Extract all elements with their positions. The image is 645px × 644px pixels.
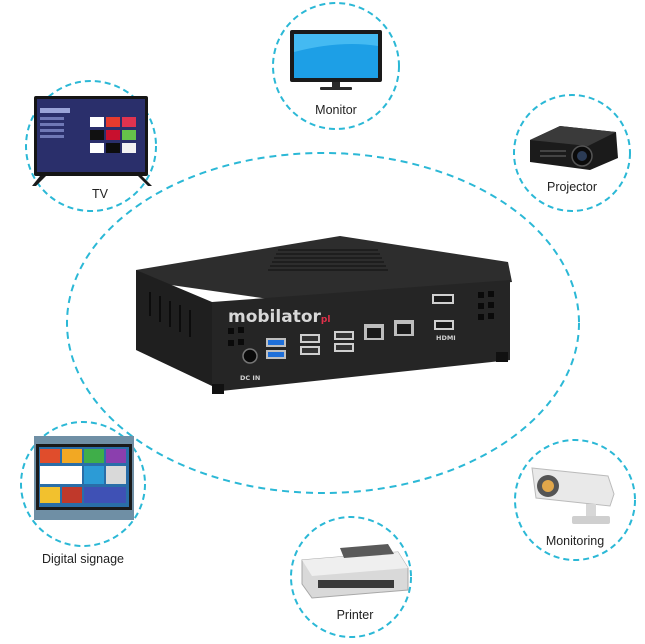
security-camera-icon [531,467,615,524]
monitor-label: Monitor [315,103,357,117]
pc-side-face [136,270,212,386]
monitor-icon [290,30,382,90]
monitoring-label: Monitoring [546,534,604,548]
lan-ports [364,320,414,340]
printer-icon [301,544,409,599]
pc-front-face [212,280,510,392]
digital-signage-icon [34,436,134,520]
hdmi-label: HDMI [436,334,456,342]
monitoring-node: Monitoring [514,439,636,561]
digital-signage-label: Digital signage [42,552,124,566]
tv-node: TV [25,80,157,212]
pc-foot-right [496,352,508,362]
dc-in-port [242,348,258,364]
usb3-ports [266,338,286,359]
center-dashed-ellipse [66,152,580,494]
usb2-ports [300,331,354,355]
tv-label: TV [92,187,109,201]
pc-foot-left [212,384,224,394]
digital-signage-node: Digital signage [20,421,146,566]
projector-icon [530,126,618,170]
brand-logo: mobilatorpl [228,307,330,327]
printer-label: Printer [337,608,374,622]
printer-node: Printer [290,516,412,638]
projector-node: Projector [513,94,631,212]
side-vent-slots [149,292,191,337]
mini-pc-device: mobilatorpl DC IN HDMI [136,236,512,394]
projector-label: Projector [547,180,597,194]
front-vent-holes [228,291,494,346]
pc-top-face [136,236,512,302]
dc-in-label: DC IN [240,374,260,382]
tv-icon [32,96,152,186]
display-ports [432,294,454,330]
monitor-node: Monitor [272,2,400,130]
top-vent-grille [268,249,388,271]
